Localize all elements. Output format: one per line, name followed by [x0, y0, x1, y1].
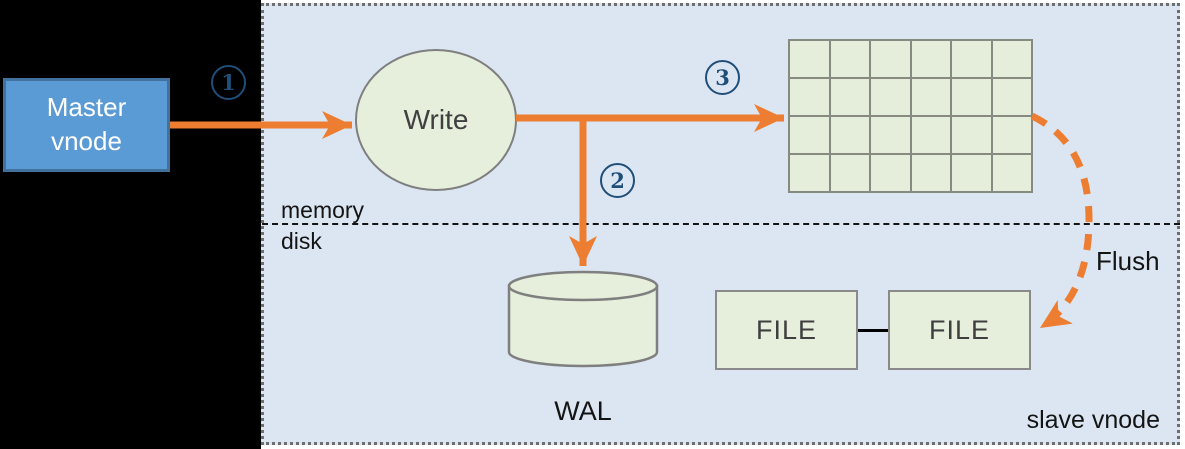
flush-label: Flush	[1096, 246, 1160, 276]
memory-table-cell	[790, 117, 829, 153]
disk-label: disk	[281, 228, 322, 254]
step-2-badge: 2	[600, 163, 635, 198]
memory-table-cell	[911, 79, 950, 115]
memory-table-cell	[871, 79, 910, 115]
wal-cylinder-body	[507, 284, 659, 368]
memory-table-cell	[790, 41, 829, 77]
step-3-badge: 3	[705, 60, 740, 95]
memory-table-cell	[952, 117, 991, 153]
memory-table-cell	[790, 79, 829, 115]
file-connector-line	[858, 329, 888, 332]
memory-table-cell	[871, 41, 910, 77]
memory-label: memory	[281, 197, 365, 223]
file-box-1: FILE	[715, 290, 858, 370]
memory-table-cell	[911, 155, 950, 191]
memory-table-cell	[952, 155, 991, 191]
memory-table-cell	[992, 117, 1031, 153]
memory-table-cell	[830, 155, 869, 191]
step-1-badge: 1	[211, 65, 246, 100]
slave-vnode-label: slave vnode	[1026, 406, 1160, 434]
master-vnode-box: Master vnode	[3, 78, 170, 172]
wal-label: WAL	[554, 396, 612, 426]
memory-table-cell	[911, 117, 950, 153]
memory-table-cell	[830, 79, 869, 115]
memory-table-cell	[911, 41, 950, 77]
memory-table-cell	[830, 117, 869, 153]
file-box-2: FILE	[888, 290, 1031, 370]
memory-disk-divider-line	[262, 223, 1180, 225]
memory-table-cell	[871, 117, 910, 153]
memory-table-cell	[992, 41, 1031, 77]
memory-table-cell	[871, 155, 910, 191]
wal-cylinder	[507, 270, 659, 370]
wal-cylinder-top	[507, 270, 659, 302]
memory-table-cell	[790, 155, 829, 191]
memory-table-cell	[830, 41, 869, 77]
memory-table-cell	[992, 79, 1031, 115]
memory-table-cell	[952, 41, 991, 77]
memory-table-cell	[952, 79, 991, 115]
memory-table-grid	[788, 39, 1033, 193]
memory-table-cell	[992, 155, 1031, 191]
write-node: Write	[355, 49, 517, 191]
